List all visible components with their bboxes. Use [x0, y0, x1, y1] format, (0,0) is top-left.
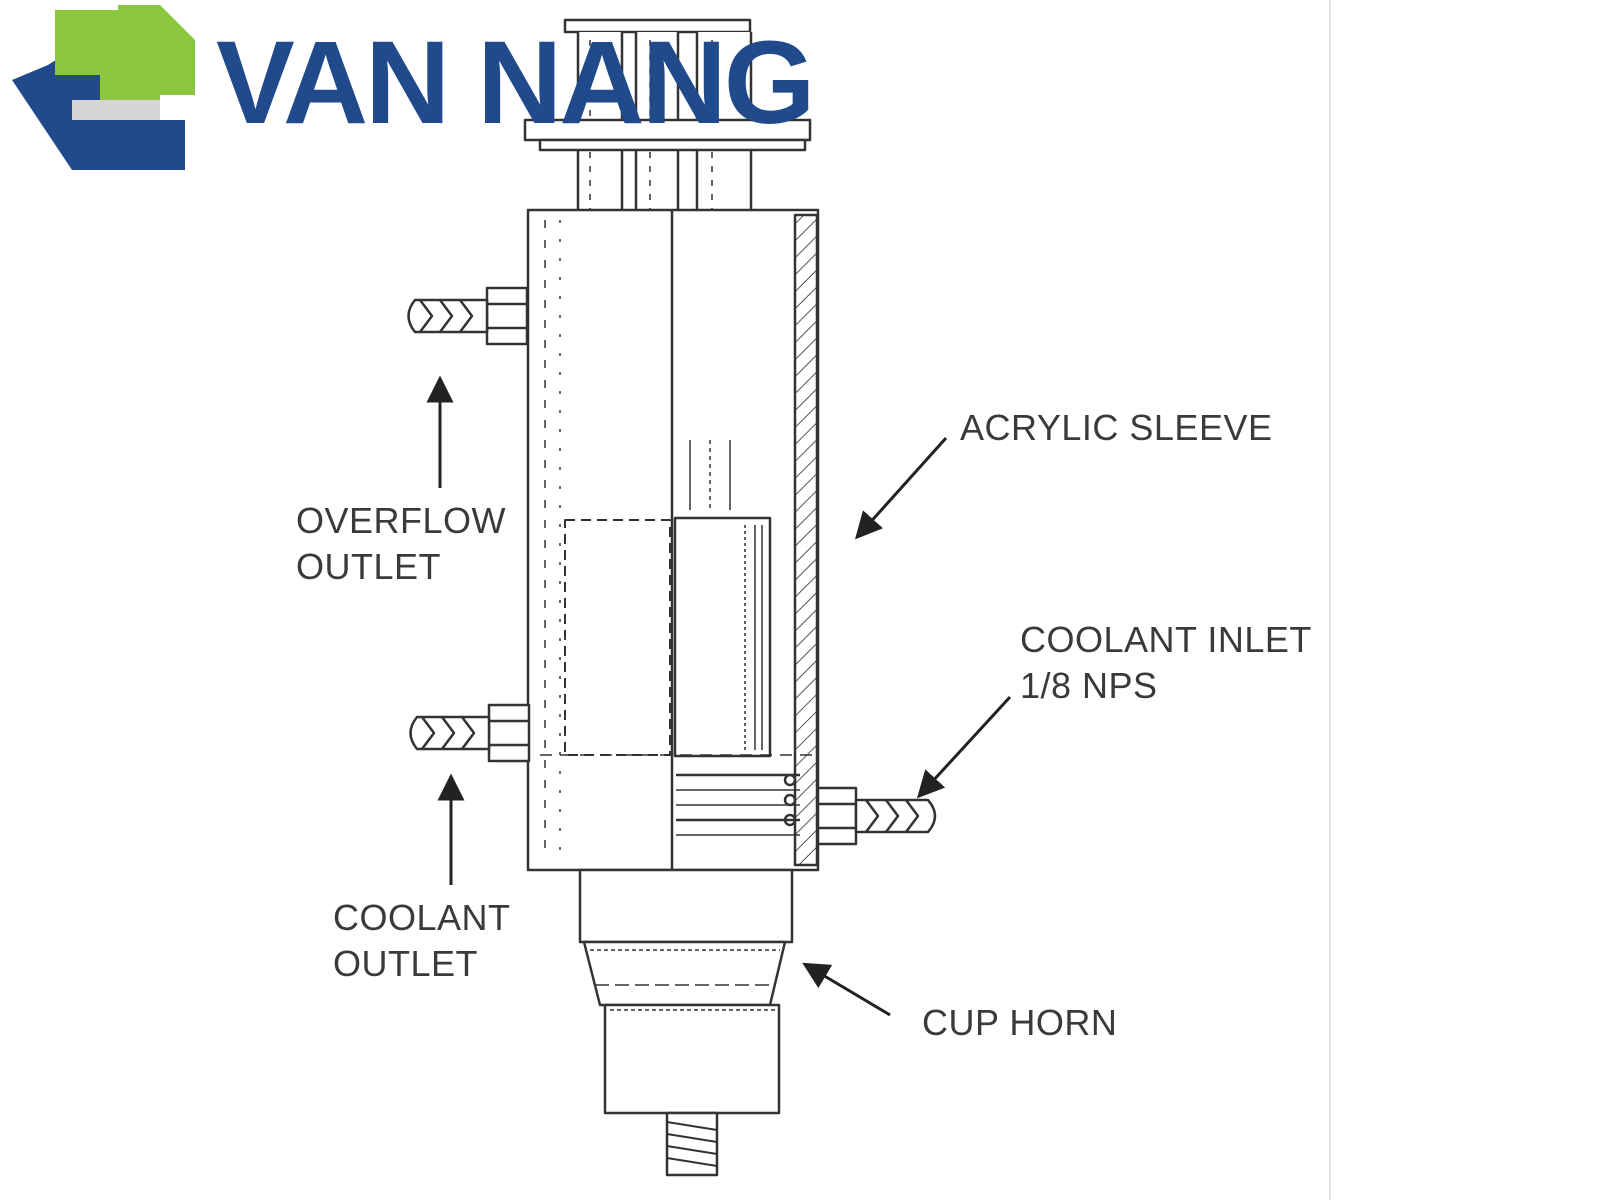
coolant-inlet-line-1: COOLANT INLET — [1020, 619, 1312, 660]
coolant-inlet-label: COOLANT INLET 1/8 NPS — [1020, 617, 1312, 709]
acrylic-sleeve-text: ACRYLIC SLEEVE — [960, 407, 1273, 448]
leader-arrows — [426, 375, 1012, 1017]
coolant-outlet-line-2: OUTLET — [333, 943, 479, 984]
cup-horn — [578, 868, 794, 1115]
threaded-stud — [665, 1111, 719, 1177]
coolant-outlet-line-1: COOLANT — [333, 897, 511, 938]
coolant-channels — [676, 773, 800, 836]
brand-wordmark: VAN NANG — [216, 17, 816, 149]
cup-horn-text: CUP HORN — [922, 1002, 1118, 1043]
coolant-outlet-label: COOLANT OUTLET — [333, 895, 511, 987]
acrylic-sleeve-arrow — [854, 436, 948, 540]
coolant-inlet-arrow — [916, 695, 1012, 799]
overflow-outlet-label: OVERFLOW OUTLET — [296, 498, 506, 590]
brand-logo-mark — [12, 5, 195, 170]
overflow-outlet-line-2: OUTLET — [296, 546, 442, 587]
cup-horn-arrow — [802, 962, 891, 1017]
cup-horn-drawing — [407, 18, 937, 1177]
cup-horn-label: CUP HORN — [922, 1000, 1117, 1046]
overflow-outlet-fitting — [407, 286, 529, 346]
coolant-inlet-line-2: 1/8 NPS — [1020, 665, 1158, 706]
coolant-outlet-fitting — [409, 703, 531, 763]
page-divider — [1329, 0, 1331, 1200]
coolant-inlet-fitting — [816, 786, 937, 846]
overflow-outlet-line-1: OVERFLOW — [296, 500, 507, 541]
acrylic-sleeve-label: ACRYLIC SLEEVE — [960, 405, 1272, 451]
inner-chamber — [564, 519, 671, 756]
